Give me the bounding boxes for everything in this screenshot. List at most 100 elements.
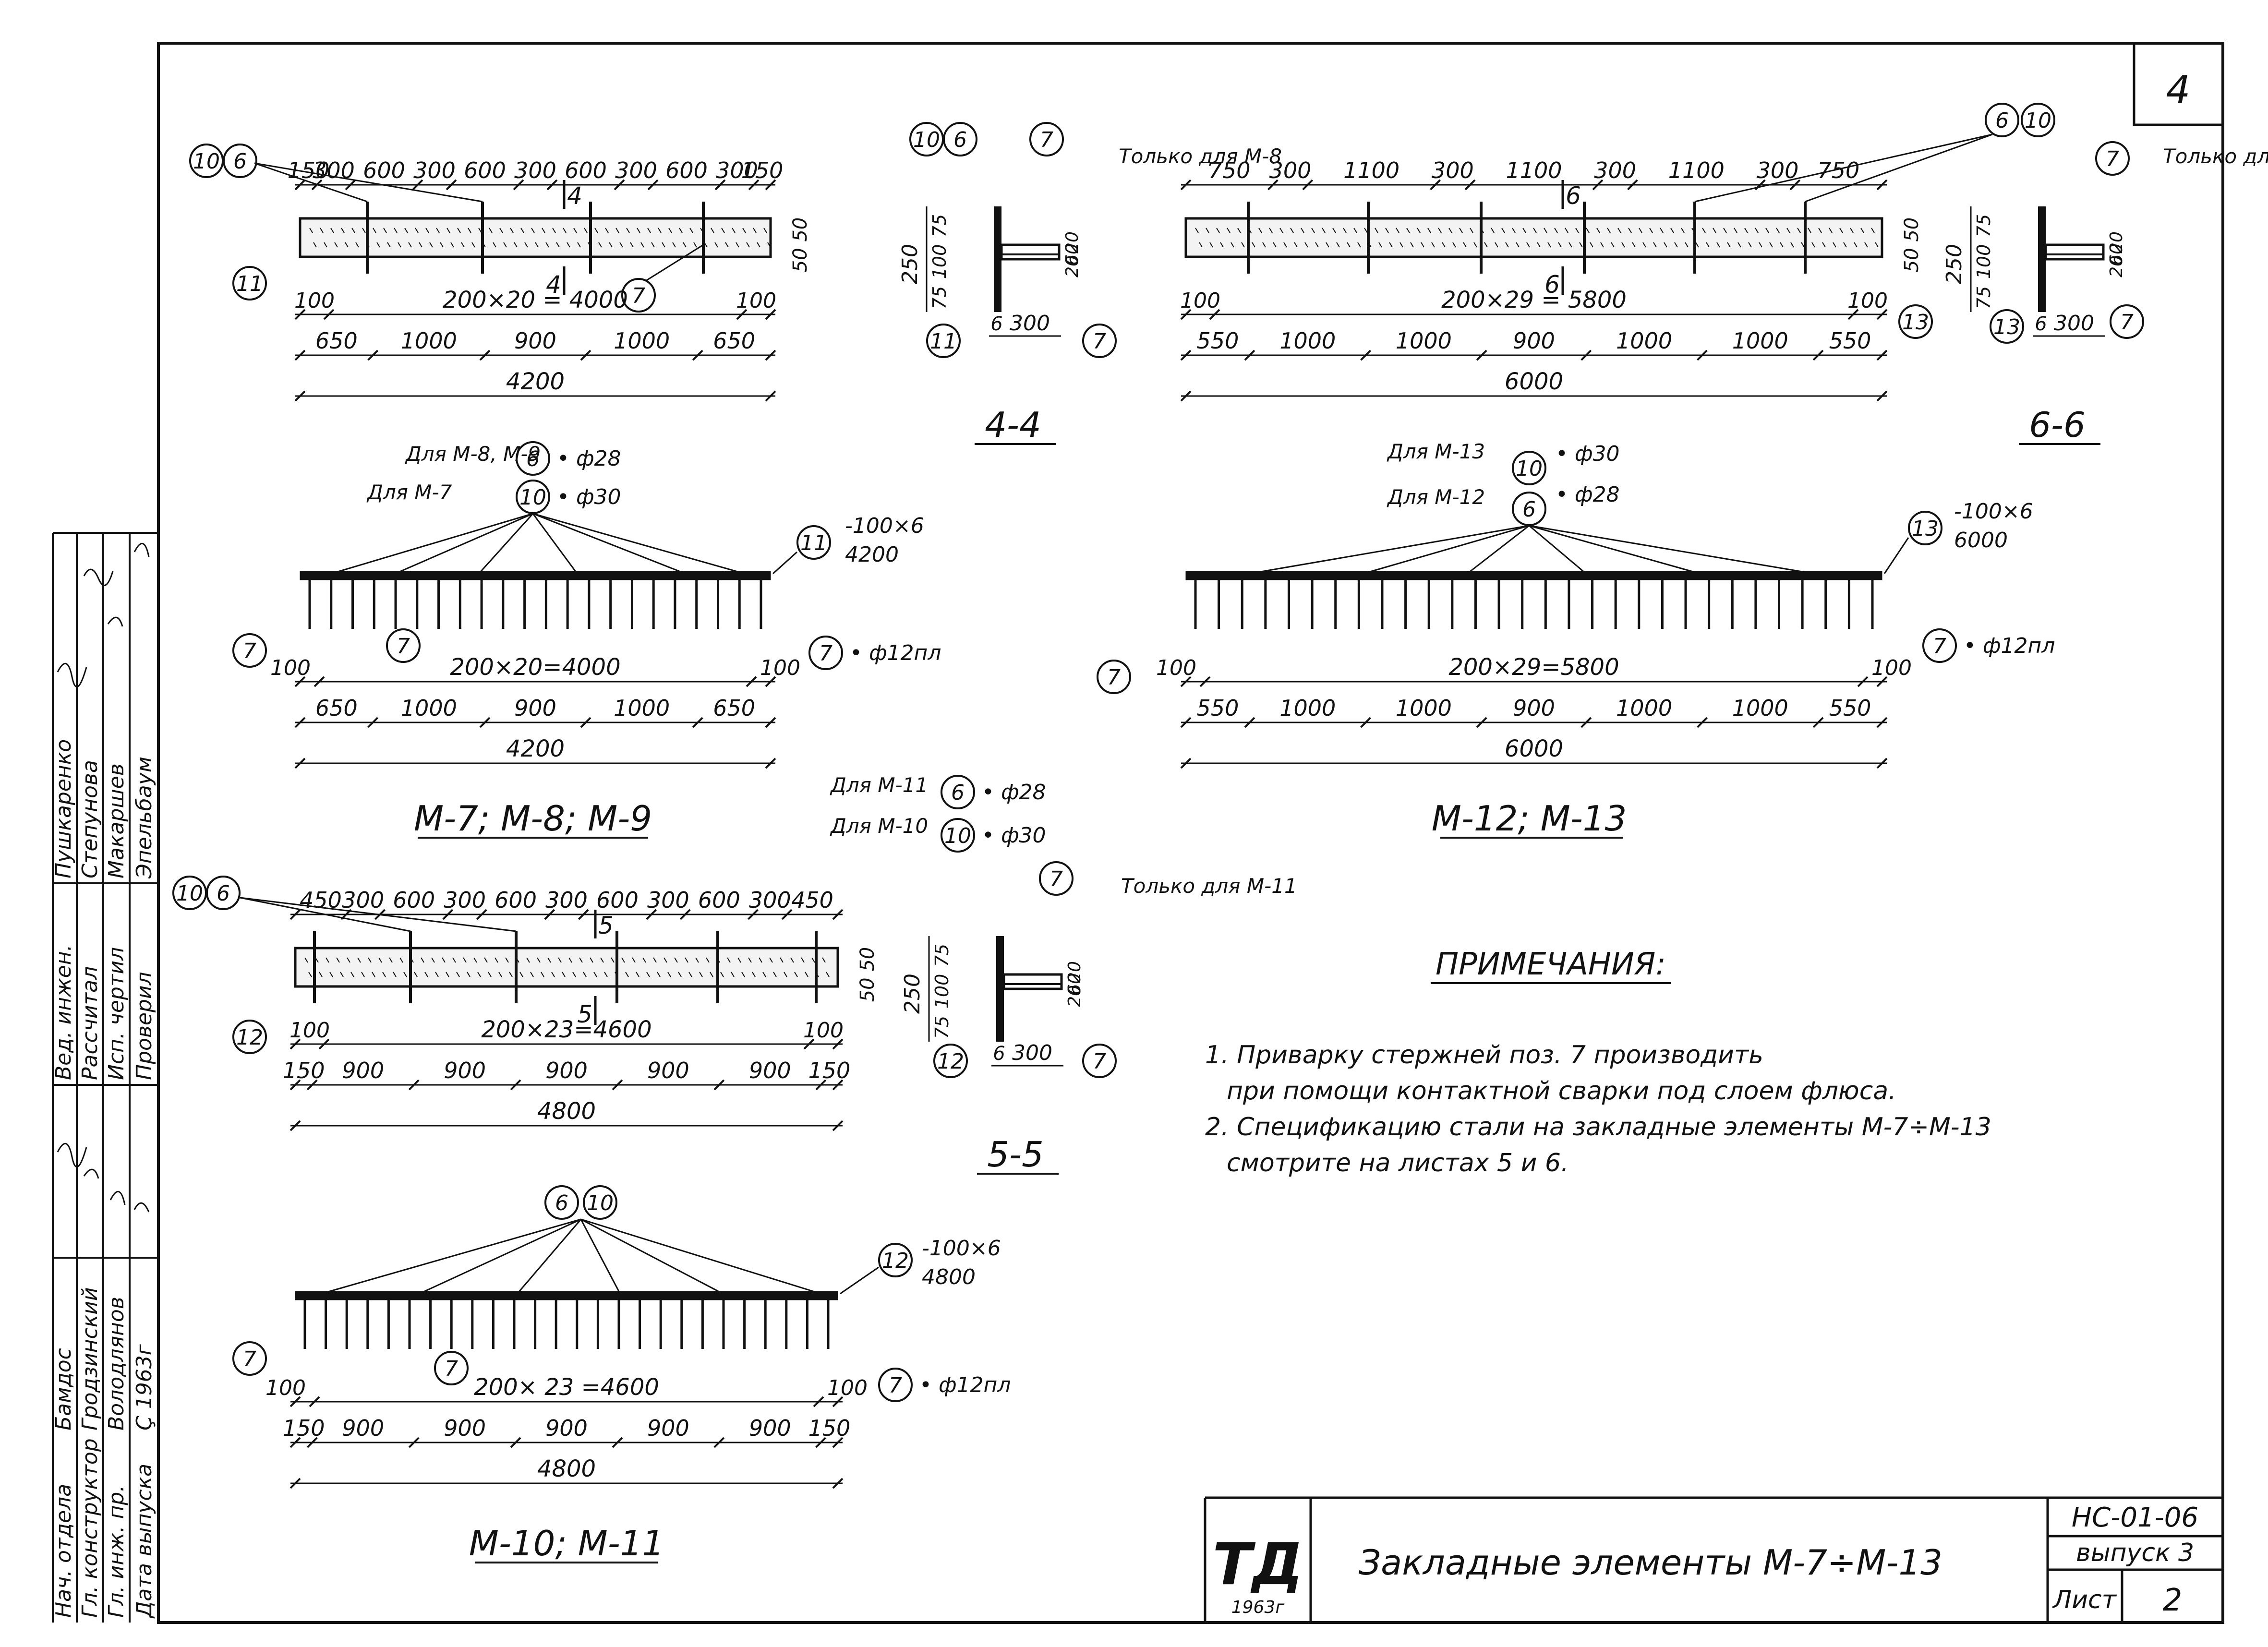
weld-hatch <box>1399 242 1403 248</box>
weld-hatch <box>651 242 655 248</box>
weld-hatch <box>551 972 555 977</box>
dimension-tick <box>614 179 625 191</box>
m12-segment-dim-value: 1000 <box>1616 328 1672 354</box>
m7-top-dim-value: 300 <box>615 157 657 183</box>
weld-hatch <box>368 957 372 963</box>
weld-hatch <box>341 228 345 233</box>
position-mark-number: 7 <box>2106 147 2119 171</box>
weld-hatch <box>1199 242 1203 248</box>
m12-top-dim-value: 750 <box>1817 157 1859 183</box>
leader <box>532 513 577 573</box>
weld-hatch <box>1685 242 1689 248</box>
weld-hatch <box>1727 242 1731 248</box>
weld-hatch <box>530 972 534 977</box>
m10-top-dim-value: 300 <box>444 887 486 913</box>
m12-end-left: 100 <box>1180 289 1220 313</box>
position-mark-number: 7 <box>819 641 832 666</box>
leader <box>532 513 682 573</box>
weld-hatch <box>714 242 718 248</box>
weld-hatch <box>725 242 729 248</box>
list-number: 2 <box>2163 1583 2183 1618</box>
weld-hatch <box>1262 242 1266 248</box>
sheet-frame: 4 <box>157 42 2224 1624</box>
weld-hatch <box>732 228 736 233</box>
dimension-tick <box>290 1079 301 1091</box>
m10-top-dim-value: 600 <box>698 887 740 913</box>
dimension-tick <box>1180 349 1192 361</box>
weld-hatch <box>688 972 692 977</box>
weld-hatch <box>1417 228 1421 233</box>
weld-hatch <box>1642 242 1646 248</box>
section-dim-value: 60 <box>2107 243 2126 265</box>
dimension-tick <box>781 909 793 920</box>
weld-hatch <box>762 972 766 977</box>
weld-hatch <box>450 242 454 248</box>
dimension-tick <box>412 179 423 191</box>
weld-hatch <box>753 228 757 233</box>
weld-hatch <box>1512 228 1516 233</box>
position-mark-circle <box>1029 122 1064 156</box>
weld-hatch <box>1734 228 1737 233</box>
weld-hatch <box>811 957 815 963</box>
position-mark-number: 10 <box>587 1191 614 1215</box>
section-cut-label: 4 <box>546 271 561 299</box>
m7-top-dim-value: 600 <box>464 157 506 183</box>
weld-hatch <box>493 242 496 248</box>
weld-hatch <box>319 972 323 977</box>
m10-elev-segment-dim-value: 900 <box>342 1415 384 1441</box>
dimension-tick <box>1180 309 1192 320</box>
leader <box>1805 133 1993 203</box>
weld-hatch <box>345 242 349 248</box>
leader <box>1529 525 1695 573</box>
weld-hatch <box>1744 228 1748 233</box>
position-mark-circle <box>941 775 975 809</box>
m12-elev-pitch: 200×29=5800 <box>1448 654 1619 681</box>
section-cut-label: 4 <box>567 182 582 210</box>
weld-hatch <box>1670 228 1674 233</box>
dimension-tick <box>765 390 776 402</box>
position-mark-circle <box>516 480 550 514</box>
position-mark-circle <box>434 1351 469 1385</box>
weld-hatch <box>1875 242 1879 248</box>
weld-hatch <box>1442 242 1446 248</box>
dimension-tick <box>1360 717 1371 728</box>
position-mark-circle <box>943 122 977 156</box>
weld-hatch <box>757 242 760 248</box>
weld-hatch <box>558 957 562 963</box>
m10-top-dim-value: 600 <box>393 887 435 913</box>
weld-hatch <box>1850 228 1854 233</box>
dimension-tick <box>294 179 306 191</box>
dimension-tick <box>1789 179 1801 191</box>
weld-hatch <box>461 242 465 248</box>
role-label: Проверил <box>132 972 157 1080</box>
position-mark-circle <box>232 266 267 301</box>
m12-note1: Для М-13 <box>1387 440 1485 463</box>
position-mark-number: 7 <box>1093 1049 1106 1074</box>
weld-hatch <box>308 972 312 977</box>
section-dim-thickness: 6 <box>990 313 1002 335</box>
weld-hatch <box>1421 242 1424 248</box>
section-dim-value: 250 <box>900 974 925 1014</box>
m10-elev-end-right: 100 <box>827 1376 868 1400</box>
section-dim-value: 100 <box>1973 244 1994 279</box>
position-mark-number: 7 <box>445 1357 458 1381</box>
m10-segment-dim-value: 900 <box>342 1058 384 1083</box>
weld-hatch <box>477 972 481 977</box>
position-mark-number: 6 <box>1995 108 2009 133</box>
role-name: Пушкаренко <box>51 739 76 878</box>
weld-hatch <box>378 957 382 963</box>
weld-hatch <box>583 972 587 977</box>
dimension-tick <box>748 909 759 920</box>
m12-segment-dim-value: 550 <box>1829 328 1871 354</box>
m10-top-dim-value: 300 <box>342 887 384 913</box>
role-name: Эпельбаум <box>132 757 157 879</box>
role-name: Гродзинский <box>78 1287 102 1431</box>
position-mark-number: 11 <box>236 272 263 296</box>
weld-hatch <box>746 242 750 248</box>
weld-hatch <box>1737 242 1741 248</box>
m10-segment-dim-value: 900 <box>545 1058 588 1083</box>
weld-hatch <box>403 972 407 977</box>
section-dim-value: 60 <box>1065 973 1085 995</box>
